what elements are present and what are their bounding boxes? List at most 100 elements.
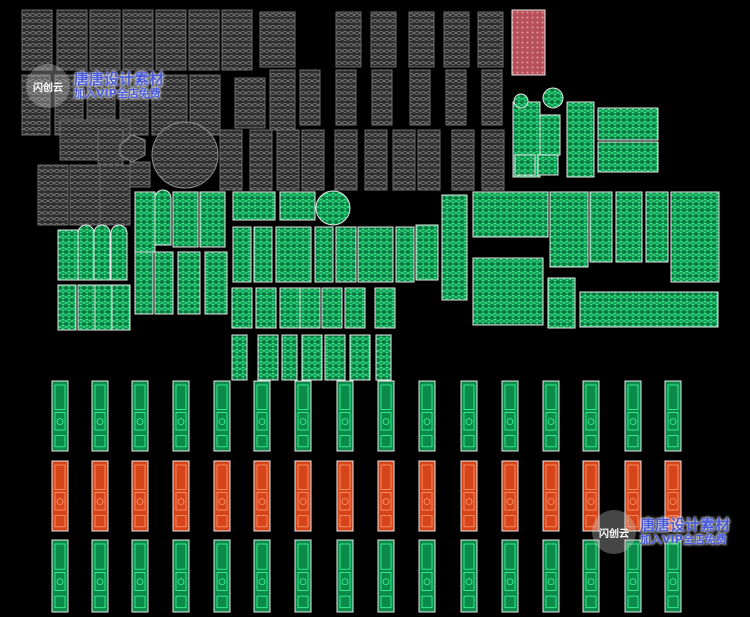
watermark-title: 唐唐设计素材 (640, 516, 731, 535)
green-door-panel (542, 539, 560, 613)
door-panel-frame (501, 380, 519, 452)
door-panel-upper-inset (504, 543, 516, 570)
door-panel-ornament (299, 578, 307, 586)
door-panel-ornament (506, 578, 514, 586)
door-panel-ornament (669, 578, 677, 586)
green-carved-panel (335, 226, 357, 283)
gray-carved-panel (155, 9, 187, 71)
green-carved-panel (645, 191, 669, 263)
door-panel-ornament (587, 418, 595, 426)
door-panel-ornament (177, 578, 185, 586)
green-carved-panel (597, 107, 659, 141)
gray-carved-panel (334, 129, 358, 191)
green-carved-panel (549, 191, 589, 268)
green-door-panel (418, 380, 436, 452)
green-carved-panel (301, 334, 323, 381)
door-panel-ornament (299, 418, 307, 426)
door-panel-middle-inset (421, 412, 433, 431)
gray-carved-panel (56, 9, 88, 71)
green-door-panel (131, 380, 149, 452)
door-panel-middle-inset (216, 412, 228, 431)
door-panel-upper-inset (421, 464, 433, 490)
door-panel-lower-inset (216, 435, 228, 448)
green-door-panel (377, 380, 395, 452)
door-panel-lower-inset (504, 595, 516, 609)
door-panel-middle-inset (627, 572, 639, 591)
door-panel-ornament (56, 498, 64, 506)
door-panel-lower-inset (297, 435, 309, 448)
green-door-panel (336, 380, 354, 452)
green-door-panel (542, 380, 560, 452)
green-door-panel (91, 539, 109, 613)
door-panel-upper-inset (421, 543, 433, 570)
gray-carved-panel (276, 129, 300, 191)
door-panel-middle-inset (297, 412, 309, 431)
door-panel-upper-inset (297, 543, 309, 570)
orange-door-panels-row-2 (51, 460, 682, 532)
green-carved-panel (357, 226, 394, 283)
door-panel-frame (624, 539, 642, 613)
door-panel-frame (131, 460, 149, 532)
green-carved-panel (395, 226, 415, 283)
watermark-subtitle: 加入VIP全店免费 (640, 533, 727, 547)
door-panel-lower-inset (504, 515, 516, 528)
door-panel-frame (624, 460, 642, 532)
green-round-medallion (315, 190, 351, 226)
door-panel-lower-inset (94, 435, 106, 448)
door-panel-ornament (382, 578, 390, 586)
door-panel-frame (501, 539, 519, 613)
door-panel-frame (172, 539, 190, 613)
gray-carved-panel (219, 129, 243, 191)
door-panel-middle-inset (545, 492, 557, 511)
door-panel-lower-inset (54, 435, 66, 448)
gray-carved-panel (129, 161, 151, 188)
watermark-subtitle: 加入VIP全店免费 (74, 87, 161, 101)
green-round-medallion (542, 87, 564, 109)
green-carved-panel (299, 287, 321, 329)
door-panel-ornament (136, 578, 144, 586)
door-panel-upper-inset (297, 384, 309, 410)
green-carved-panel (375, 334, 392, 381)
door-panel-ornament (629, 498, 637, 506)
door-panel-middle-inset (339, 492, 351, 511)
door-panel-frame (336, 380, 354, 452)
door-panel-middle-inset (504, 492, 516, 511)
gray-carved-panel (370, 11, 397, 68)
door-panel-frame (294, 460, 312, 532)
door-panel-lower-inset (627, 595, 639, 609)
green-carved-panel (94, 284, 114, 331)
door-panel-ornament (423, 498, 431, 506)
door-panel-middle-inset (463, 572, 475, 591)
door-panel-middle-inset (504, 412, 516, 431)
door-panel-middle-inset (585, 572, 597, 591)
green-carved-panel (589, 191, 613, 263)
door-panel-frame (664, 460, 682, 532)
door-panel-lower-inset (627, 435, 639, 448)
door-panel-ornament (218, 418, 226, 426)
green-carved-panel (279, 191, 316, 221)
green-carved-panel (134, 191, 156, 253)
gray-carved-panel (259, 11, 296, 68)
green-carved-panel (154, 251, 174, 315)
door-panel-ornament (258, 418, 266, 426)
door-panel-lower-inset (256, 435, 268, 448)
gray-carved-panel (89, 9, 121, 71)
door-panel-upper-inset (175, 543, 187, 570)
green-carved-panel (172, 191, 199, 248)
door-panel-upper-inset (627, 464, 639, 490)
door-panel-middle-inset (216, 492, 228, 511)
green-carved-panel (232, 191, 276, 221)
door-panel-ornament (218, 498, 226, 506)
green-door-panel (582, 539, 600, 613)
green-carved-panel (415, 224, 439, 281)
green-door-panel (253, 380, 271, 452)
door-panel-lower-inset (585, 515, 597, 528)
green-carved-panel (374, 287, 396, 329)
door-panel-frame (624, 380, 642, 452)
door-panel-upper-inset (216, 464, 228, 490)
gray-carved-panel (269, 69, 296, 131)
orange-door-panel (336, 460, 354, 532)
orange-door-panel (131, 460, 149, 532)
door-panel-middle-inset (627, 492, 639, 511)
door-panel-frame (294, 539, 312, 613)
